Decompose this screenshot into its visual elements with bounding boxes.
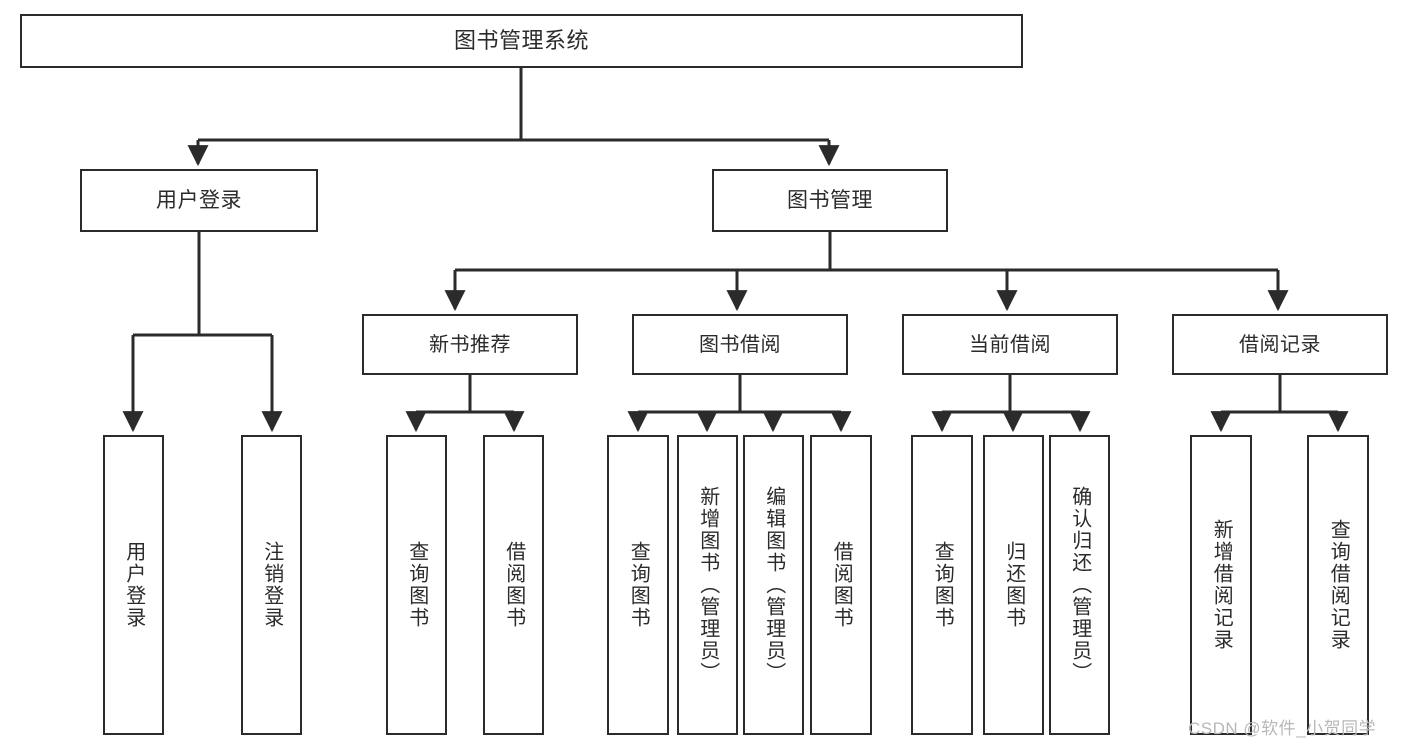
node-user-login[interactable]: 用户登录 (80, 169, 318, 232)
leaf-query-book-current[interactable]: 查询图书 (911, 435, 973, 735)
node-root-label: 图书管理系统 (453, 27, 589, 53)
node-book-borrow[interactable]: 图书借阅 (632, 314, 848, 375)
leaf-borrow-book-label: 借阅图书 (830, 541, 853, 629)
leaf-add-book-admin[interactable]: 新增图书（管理员） (677, 435, 738, 735)
leaf-query-borrow-record[interactable]: 查询借阅记录 (1307, 435, 1369, 735)
leaf-borrow-book[interactable]: 借阅图书 (810, 435, 872, 735)
node-book-borrow-label: 图书借阅 (699, 333, 781, 356)
leaf-logout-label: 注销登录 (260, 541, 283, 629)
leaf-add-borrow-record-label: 新增借阅记录 (1210, 519, 1233, 651)
leaf-return-book-label: 归还图书 (1002, 541, 1025, 629)
node-book-management-label: 图书管理 (787, 188, 873, 212)
leaf-borrow-book-newbook-label: 借阅图书 (502, 541, 525, 629)
leaf-confirm-return-admin-label: 确认归还（管理员） (1068, 486, 1091, 684)
leaf-return-book[interactable]: 归还图书 (983, 435, 1044, 735)
leaf-query-book-borrow[interactable]: 查询图书 (607, 435, 669, 735)
leaf-query-book-current-label: 查询图书 (931, 541, 954, 629)
leaf-query-borrow-record-label: 查询借阅记录 (1327, 519, 1350, 651)
leaf-query-book-borrow-label: 查询图书 (627, 541, 650, 629)
node-borrow-record[interactable]: 借阅记录 (1172, 314, 1388, 375)
node-new-book-recommend[interactable]: 新书推荐 (362, 314, 578, 375)
leaf-edit-book-admin[interactable]: 编辑图书（管理员） (743, 435, 804, 735)
leaf-query-book-newbook-label: 查询图书 (405, 541, 428, 629)
leaf-confirm-return-admin[interactable]: 确认归还（管理员） (1049, 435, 1110, 735)
node-user-login-label: 用户登录 (156, 188, 242, 212)
leaf-user-login[interactable]: 用户登录 (103, 435, 164, 735)
leaf-user-login-label: 用户登录 (122, 541, 145, 629)
node-borrow-record-label: 借阅记录 (1239, 333, 1321, 356)
leaf-borrow-book-newbook[interactable]: 借阅图书 (483, 435, 544, 735)
leaf-query-book-newbook[interactable]: 查询图书 (386, 435, 447, 735)
leaf-add-book-admin-label: 新增图书（管理员） (696, 486, 719, 684)
node-root-system[interactable]: 图书管理系统 (20, 14, 1023, 68)
node-book-management[interactable]: 图书管理 (712, 169, 948, 232)
node-current-borrow[interactable]: 当前借阅 (902, 314, 1118, 375)
node-new-book-recommend-label: 新书推荐 (429, 333, 511, 356)
leaf-add-borrow-record[interactable]: 新增借阅记录 (1190, 435, 1252, 735)
csdn-watermark: CSDN @软件_小贺同学 (1188, 719, 1377, 738)
leaf-logout[interactable]: 注销登录 (241, 435, 302, 735)
node-current-borrow-label: 当前借阅 (969, 333, 1051, 356)
leaf-edit-book-admin-label: 编辑图书（管理员） (762, 486, 785, 684)
